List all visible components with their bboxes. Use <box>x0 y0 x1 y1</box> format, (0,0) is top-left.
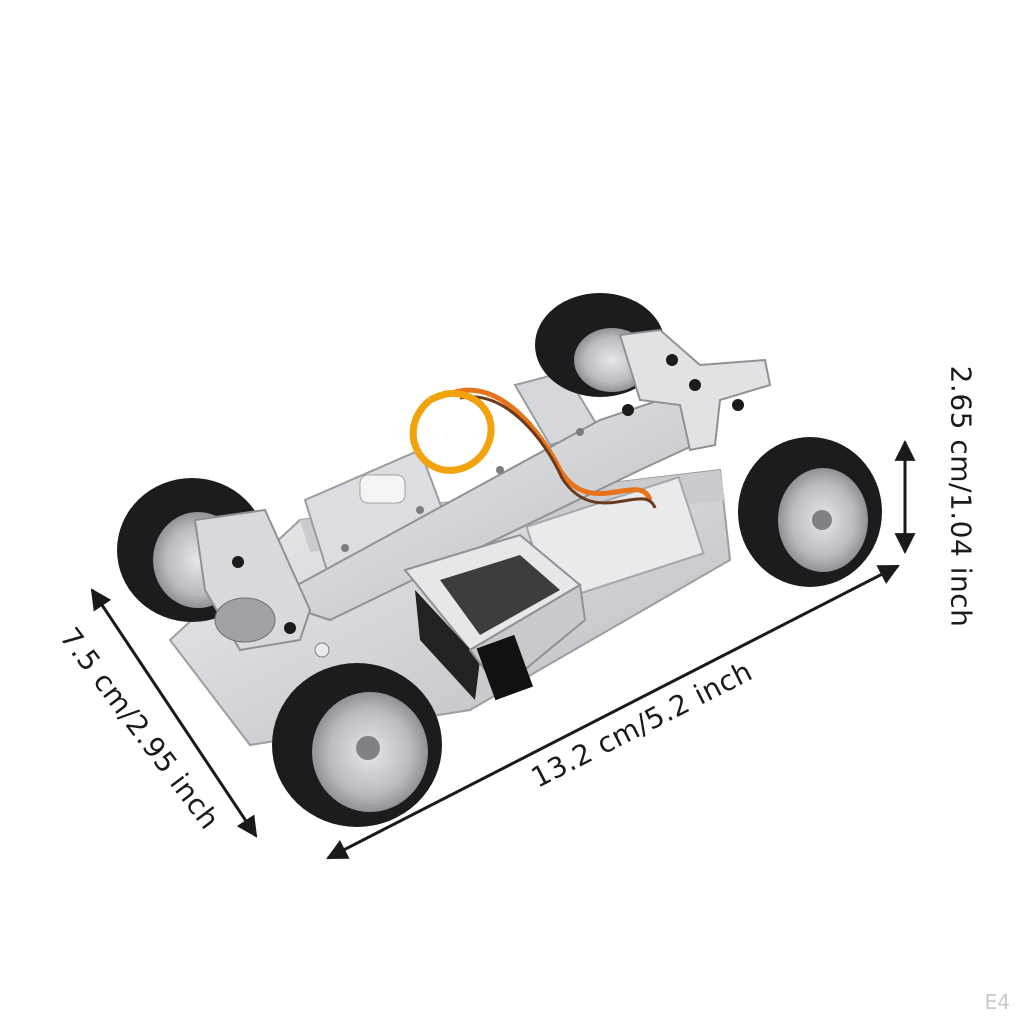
dimension-arrows <box>90 439 916 860</box>
height-label: 2.65 cm/1.04 inch <box>944 365 978 628</box>
width-arrow <box>90 588 258 838</box>
wheel-front-left <box>272 663 442 827</box>
length-arrow <box>326 564 900 860</box>
servo-wires <box>409 387 657 509</box>
corner-code: E4 <box>984 990 1010 1014</box>
wheel-front-right <box>738 437 882 587</box>
top-deck <box>267 328 772 622</box>
